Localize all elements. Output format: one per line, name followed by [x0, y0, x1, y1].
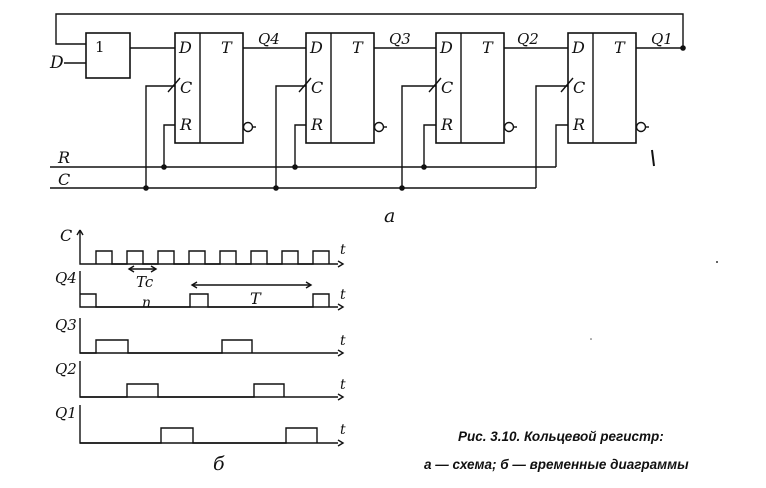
or-gate — [85, 32, 131, 79]
circuit-diagram: D 1 D C R T Q4 D C R T Q3 — [49, 13, 686, 227]
svg-text:D: D — [309, 38, 323, 57]
q3-pulses — [80, 339, 253, 354]
signal-name-q4: Q4 — [55, 269, 77, 287]
svg-text:Q4: Q4 — [258, 30, 280, 48]
period-label: T — [250, 289, 262, 308]
stray-mark — [651, 149, 655, 167]
signal-name-q1: Q1 — [55, 404, 77, 422]
svg-text:C: C — [180, 78, 192, 97]
svg-text:Q2: Q2 — [517, 30, 539, 48]
svg-text:C: C — [311, 78, 323, 97]
q2-pulses — [80, 383, 285, 398]
d-input-label: D — [49, 53, 64, 73]
q1-pulses — [80, 427, 318, 444]
svg-text:T: T — [614, 38, 626, 57]
svg-text:Q3: Q3 — [389, 30, 411, 48]
caption-line-2: а — схема; б — временные диаграммы — [424, 457, 689, 472]
svg-text:D: D — [571, 38, 585, 57]
stray-dot — [716, 261, 718, 263]
r-bus-label: R — [57, 148, 70, 167]
t-label-q4: t — [340, 287, 346, 303]
stray-dot — [590, 338, 592, 340]
t-label-q2: t — [340, 377, 346, 393]
n-label: n — [142, 295, 151, 311]
caption-line-1: Рис. 3.10. Кольцевой регистр: — [458, 429, 664, 444]
t-label-c: t — [340, 242, 346, 258]
timing-diagrams: C Q4 Q3 Q2 Q1 t t t t t Tc n T — [55, 226, 346, 475]
r-connections — [161, 124, 568, 170]
clock-pulses — [95, 250, 330, 265]
svg-text:R: R — [310, 115, 323, 134]
signal-name-q2: Q2 — [55, 360, 77, 378]
trigger-2: D C R T Q3 — [305, 30, 411, 144]
feedback-wire — [55, 13, 684, 48]
svg-text:T: T — [482, 38, 494, 57]
timing-sublabel: б — [213, 453, 225, 475]
svg-text:R: R — [179, 115, 192, 134]
or-gate-label: 1 — [95, 38, 105, 56]
svg-text:T: T — [221, 38, 233, 57]
trigger-1: D C R T Q4 — [174, 30, 280, 144]
period-dimension: T — [190, 281, 313, 308]
tc-dimension: Tc — [127, 265, 158, 291]
svg-text:D: D — [439, 38, 453, 57]
q4-pulses — [80, 293, 330, 308]
svg-text:R: R — [572, 115, 585, 134]
svg-text:C: C — [573, 78, 585, 97]
t-label-q1: t — [340, 422, 346, 438]
signal-name-c: C — [60, 226, 72, 245]
c-connections — [143, 77, 574, 191]
svg-text:T: T — [352, 38, 364, 57]
svg-text:Q1: Q1 — [651, 30, 673, 48]
signal-name-q3: Q3 — [55, 316, 77, 334]
svg-text:C: C — [441, 78, 453, 97]
trigger-3: D C R T Q2 — [435, 30, 539, 144]
c-bus-label: C — [58, 170, 70, 189]
t-label-q3: t — [340, 333, 346, 349]
timing-axes — [76, 229, 345, 447]
svg-text:R: R — [440, 115, 453, 134]
tc-label: Tc — [136, 273, 154, 291]
trigger-4: D C R T Q1 — [567, 30, 673, 144]
circuit-sublabel: а — [384, 205, 395, 227]
svg-text:D: D — [178, 38, 192, 57]
